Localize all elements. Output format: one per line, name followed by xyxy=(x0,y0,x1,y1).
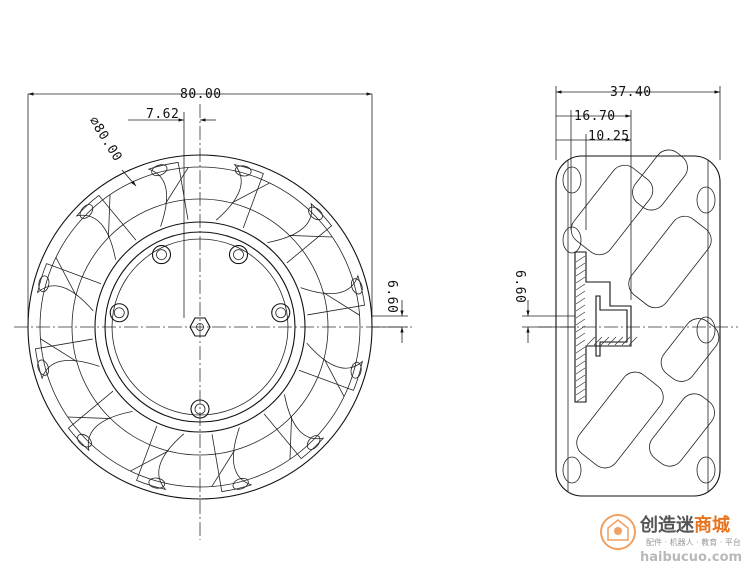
roller-bolt xyxy=(151,164,168,177)
side-rollers xyxy=(562,149,720,484)
front-view: 80.00 7.62 ⌀80.00 6.60 xyxy=(14,87,412,540)
hole-offset-label: 7.62 xyxy=(146,107,179,122)
front-overall-width-label: 80.00 xyxy=(180,87,222,102)
roller-bolt xyxy=(234,165,252,177)
brand-tagline: 配件 · 机器人 · 教育 · 平台 xyxy=(646,537,741,547)
roller-bolt xyxy=(232,477,249,490)
wheel-outline xyxy=(27,154,373,500)
watermark: 创造迷商城 配件 · 机器人 · 教育 · 平台 haibucuo.com xyxy=(600,514,742,564)
side-overall-width-label: 37.40 xyxy=(610,85,652,100)
axle-hole xyxy=(196,323,204,331)
section-hatching xyxy=(575,255,638,403)
roller-bolt xyxy=(306,435,321,450)
side-hub-offset-label: 10.25 xyxy=(588,129,630,144)
hub xyxy=(94,221,306,433)
roller-bolt xyxy=(350,361,362,379)
front-diameter-label: ⌀80.00 xyxy=(86,114,125,164)
front-center-offset-label: 6.60 xyxy=(384,280,399,313)
brand-url: haibucuo.com xyxy=(640,550,742,564)
side-center-offset-label: 6.60 xyxy=(512,270,527,303)
roller-bolt xyxy=(38,275,50,293)
mounting-holes xyxy=(109,245,291,419)
wheel-side-body xyxy=(555,149,721,497)
roller-bolt xyxy=(79,204,94,219)
brand-name: 创造迷商城 xyxy=(639,514,730,536)
hex-nut xyxy=(189,317,211,337)
roller-bolt xyxy=(77,433,92,448)
roller-bolt xyxy=(148,477,166,489)
side-view: 37.40 16.70 10.25 6.60 xyxy=(512,85,738,497)
roller-bolt xyxy=(37,359,50,376)
roller-pattern xyxy=(34,161,366,493)
roller-bolt xyxy=(350,278,363,295)
side-hub-depth-label: 16.70 xyxy=(574,109,616,124)
roller-bolt xyxy=(308,206,323,221)
brand-logo xyxy=(600,514,636,550)
